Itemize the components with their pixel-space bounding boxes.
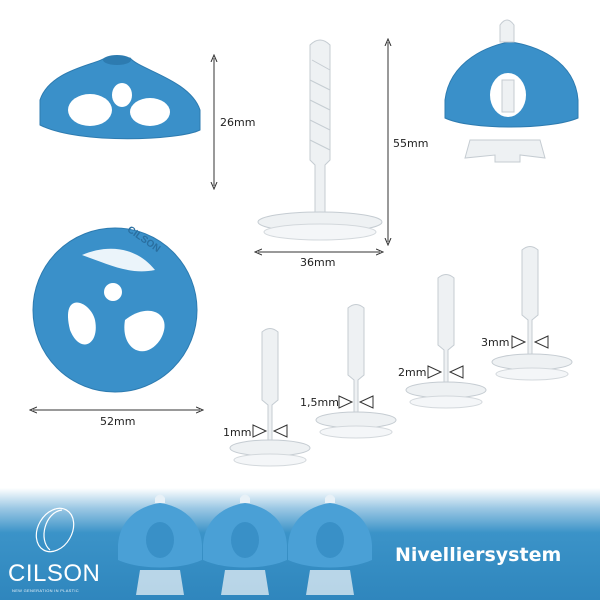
clip-1mm <box>229 328 311 467</box>
clip-large <box>257 39 383 241</box>
clip-3mm <box>491 246 573 381</box>
cap-diameter-label: 52mm <box>100 415 135 428</box>
cap-side-view <box>39 55 201 140</box>
brand-name: CILSON <box>8 560 101 587</box>
cap-height-label: 26mm <box>220 116 255 129</box>
clip-1mm-label: 1mm <box>223 426 251 439</box>
clip-2mm <box>405 274 487 409</box>
clip-height-label: 55mm <box>393 137 428 150</box>
clip-width-label: 36mm <box>300 256 335 269</box>
brand-tagline: NEW GENERATION IN PLASTIC <box>12 588 79 593</box>
cilson-logo-mark <box>35 507 75 553</box>
clip-1-5mm <box>315 304 397 439</box>
banner-product-row <box>118 494 372 595</box>
clip-2mm-label: 2mm <box>398 366 426 379</box>
clip-1-5mm-label: 1,5mm <box>300 396 339 409</box>
assembled-cap-with-clip <box>444 19 579 163</box>
clip-3mm-label: 3mm <box>481 336 509 349</box>
banner-title: Nivelliersystem <box>395 544 562 566</box>
